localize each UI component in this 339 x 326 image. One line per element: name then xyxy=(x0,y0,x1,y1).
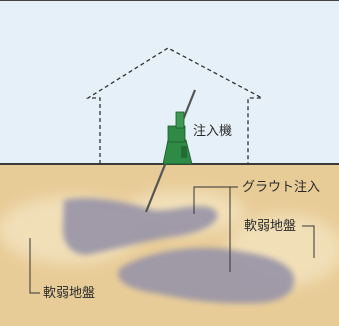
house-outline xyxy=(85,47,263,164)
grout-bodies xyxy=(62,198,295,304)
leader-soft-ground-left xyxy=(29,238,40,294)
grout-body-lower xyxy=(118,247,295,304)
injection-machine xyxy=(162,111,193,165)
soft-ground-right-label: 軟弱地盤 xyxy=(244,218,296,234)
grout-body-upper xyxy=(62,198,218,255)
injection-machine-panel xyxy=(181,146,187,158)
leader-grout-injection xyxy=(193,186,238,214)
soft-ground-left-label: 軟弱地盤 xyxy=(43,285,95,301)
injector-label: 注入機 xyxy=(193,124,232,139)
leader-soft-ground-right xyxy=(302,225,315,258)
grout-injection-label: グラウト注入 xyxy=(242,180,320,195)
injection-machine-head xyxy=(175,111,185,129)
